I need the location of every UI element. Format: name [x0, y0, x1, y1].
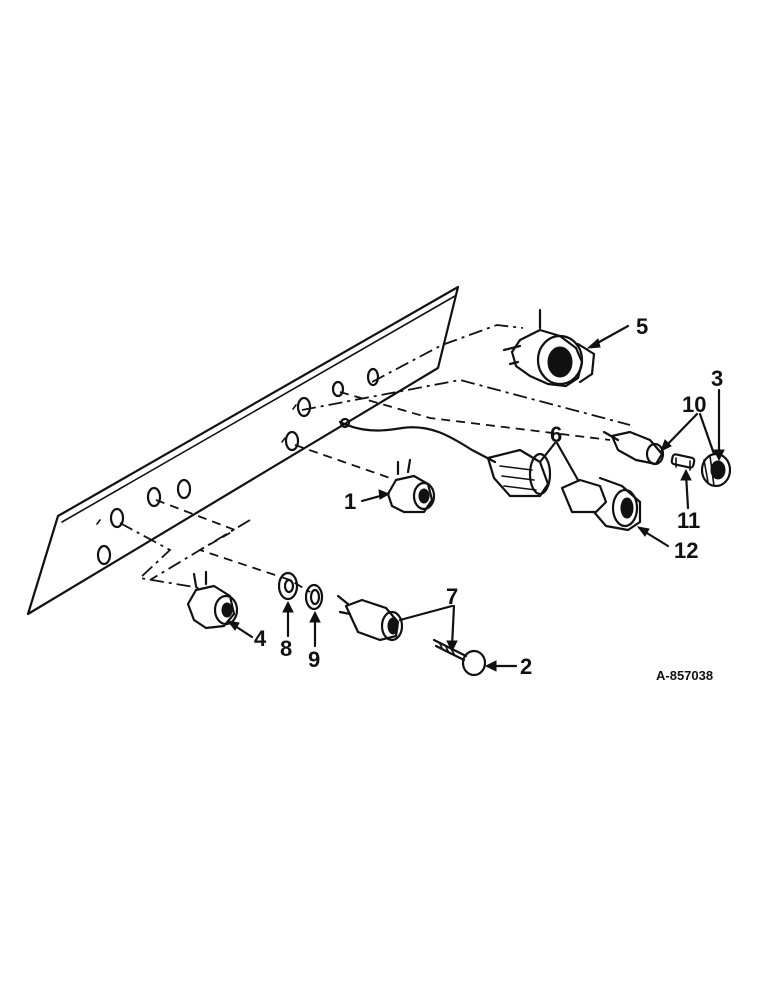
part-11-fuse — [670, 453, 696, 471]
panel-hole — [284, 430, 300, 452]
part-9-washer — [304, 583, 324, 611]
callout-10: 10 — [682, 392, 706, 417]
reference-number: A-857038 — [656, 668, 713, 683]
panel-hole — [176, 478, 192, 500]
callout-labels: 5 3 10 6 11 12 1 7 4 8 9 2 A-857038 — [254, 314, 723, 683]
part-2-key — [432, 638, 487, 677]
part-5-relay — [502, 308, 596, 388]
callout-11: 11 — [677, 508, 700, 533]
callout-6: 6 — [550, 422, 562, 447]
panel-hole — [331, 380, 345, 398]
part-7-ignition-switch — [336, 594, 404, 642]
callout-3: 3 — [711, 366, 723, 391]
panel-hole — [146, 486, 162, 508]
part-8-nut — [277, 571, 299, 601]
callout-5: 5 — [636, 314, 648, 339]
callout-arrows — [226, 324, 725, 672]
callout-1: 1 — [344, 489, 356, 514]
callout-4: 4 — [254, 626, 267, 651]
part-1-switch — [386, 458, 436, 514]
panel-hole — [296, 396, 312, 418]
part-4-switch — [186, 570, 239, 630]
callout-7: 7 — [446, 584, 458, 609]
panel-hole — [96, 544, 112, 566]
part-6-lighter — [338, 417, 642, 532]
callout-12: 12 — [674, 538, 698, 563]
part-10-fuse-holder — [602, 430, 665, 466]
callout-8: 8 — [280, 636, 292, 661]
panel-hole — [366, 367, 380, 387]
panel-hole — [109, 507, 125, 529]
callout-9: 9 — [308, 647, 320, 672]
part-3-fuse-cap — [700, 452, 732, 488]
callout-2: 2 — [520, 654, 532, 679]
